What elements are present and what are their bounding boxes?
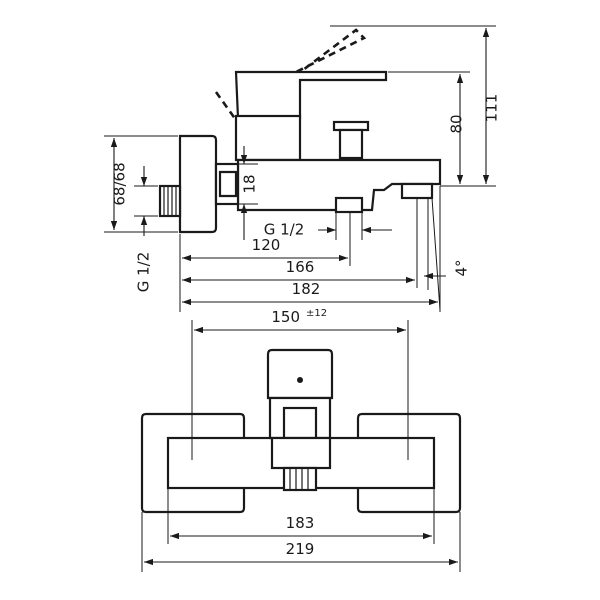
wall-flange xyxy=(178,134,218,234)
top-view xyxy=(140,348,462,514)
dim-80: 80 xyxy=(448,114,466,133)
dim-111: 111 xyxy=(483,94,501,123)
dim-150: 150 xyxy=(271,308,300,326)
side-view-dimensions: 111 80 68/68 G 1/2 18 G 1/2 120 xyxy=(104,25,501,312)
top-spout xyxy=(270,436,332,470)
dim-120: 120 xyxy=(252,236,281,254)
lever-handle xyxy=(234,70,388,120)
mixer-body xyxy=(236,158,442,212)
diverter-knob-top xyxy=(332,120,370,132)
side-view xyxy=(158,28,442,234)
top-outlet-thread xyxy=(282,466,318,492)
dim-4deg: 4° xyxy=(453,259,471,276)
dim-219: 219 xyxy=(286,540,315,558)
dim-g12-side: G 1/2 xyxy=(135,252,153,293)
bottom-outlet xyxy=(334,196,364,214)
dim-18: 18 xyxy=(241,174,259,193)
diverter-knob-stem xyxy=(338,128,364,160)
dim-68-68: 68/68 xyxy=(111,162,129,205)
dim-183: 183 xyxy=(286,514,315,532)
s-union-nut xyxy=(218,170,238,198)
dim-182: 182 xyxy=(292,280,321,298)
inlet-thread xyxy=(158,184,182,218)
top-diverter xyxy=(282,406,318,440)
top-view-dimensions: 150 ±12 183 219 xyxy=(141,308,461,572)
spout-outlet xyxy=(400,182,434,200)
dim-g12-outlet: G 1/2 xyxy=(264,221,305,239)
dim-150-tolerance: ±12 xyxy=(306,308,327,319)
lever-raised-dashed xyxy=(214,28,367,122)
lever-indicator xyxy=(297,377,303,383)
mixer-neck xyxy=(234,114,302,162)
top-lever xyxy=(266,348,334,400)
dim-166: 166 xyxy=(286,258,315,276)
